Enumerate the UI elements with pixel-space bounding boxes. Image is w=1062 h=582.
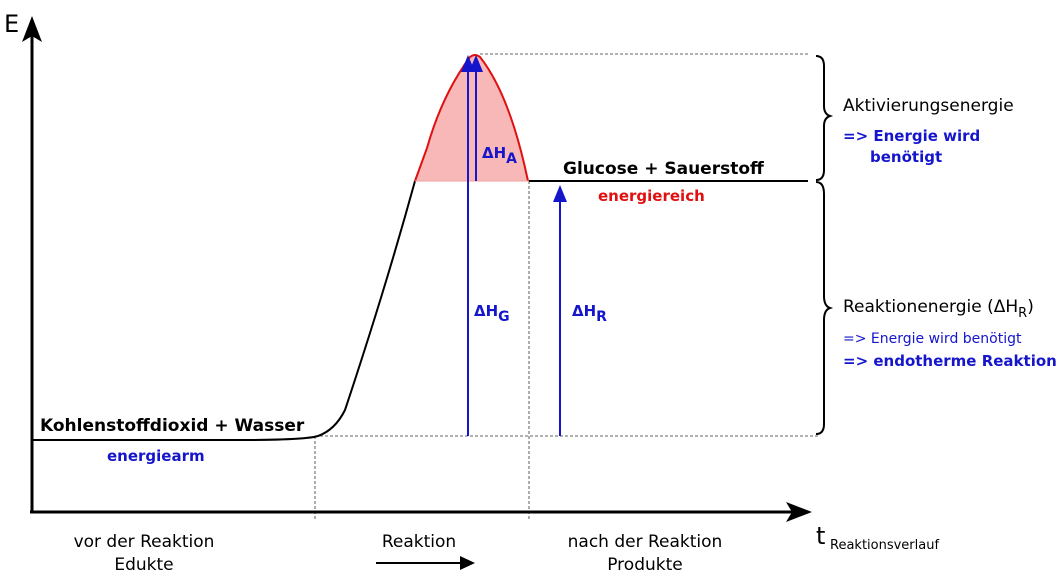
phase-during-1: Reaktion [382,532,456,552]
activation-curve-red [414,54,529,182]
label-dh-a: ΔHA [482,144,517,167]
reaction-brace [815,181,834,435]
delta-arrows [461,55,567,436]
reactants-name: Kohlenstoffdioxid + Wasser [40,416,305,436]
activation-note-1: => Energie wird [843,127,980,145]
products-name: Glucose + Sauerstoff [563,159,764,179]
activation-brace [815,55,834,181]
activation-area [415,55,528,181]
x-axis-arrowhead [786,502,812,522]
activation-title: Aktivierungsenergie [843,96,1014,116]
y-axis-arrowhead [22,16,42,42]
phase-after-1: nach der Reaktion [568,532,723,552]
reactants-tag: energiearm [107,447,205,465]
label-dh-r: ΔHR [572,302,607,325]
reaction-note-1: => Energie wird benötigt [843,331,1022,347]
x-axis-label: t [816,522,825,550]
label-dh-g: ΔHG [474,302,510,325]
reaction-note-2: => endotherme Reaktion [843,352,1057,370]
y-axis-label: E [4,10,19,38]
arrow-dh-r-head [553,185,567,202]
phase-before-2: Edukte [114,555,173,575]
phase-after-2: Produkte [607,555,683,575]
arrow-dh-a-head [469,55,483,72]
x-axis-sublabel: Reaktionsverlauf [830,538,939,553]
phase-during-arrowhead [460,556,475,570]
energy-curve-black [32,180,416,441]
guide-lines [314,53,820,520]
activation-note-2: benötigt [870,148,942,166]
products-tag: energiereich [598,187,705,205]
reaction-title: Reaktionenergie (ΔHR) [843,297,1034,321]
phase-before-1: vor der Reaktion [74,532,215,552]
